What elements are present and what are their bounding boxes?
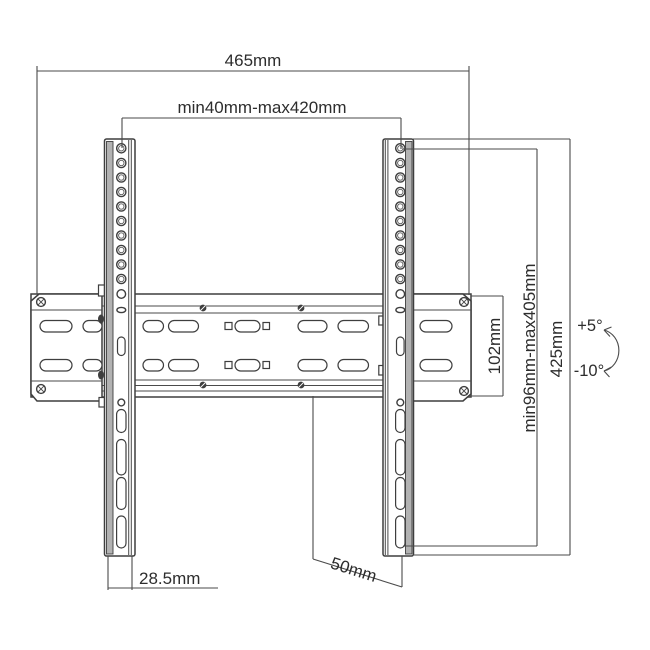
dimension-bracket-width: 28.5mm: [107, 556, 218, 590]
bracket-side-rail: [106, 141, 114, 555]
cap-screw-icon: [35, 296, 47, 308]
lock-slot: [395, 336, 405, 357]
plate-left-end-cap: [30, 293, 104, 402]
spring-clip: [98, 370, 104, 380]
dim-label-depth: 50mm: [328, 554, 379, 586]
cap-screw-icon: [458, 296, 470, 308]
lower-slot-column: [115, 398, 127, 549]
tilt-down-label: -10°: [574, 362, 604, 380]
side-screw: [116, 306, 127, 314]
dim-label-mount-width-range: min40mm-max420mm: [177, 98, 346, 117]
plate-screws: [199, 304, 305, 389]
lock-slot: [116, 336, 126, 357]
spring-clip: [98, 314, 104, 324]
side-screw: [395, 306, 406, 314]
dimension-plate-height: 102mm: [471, 295, 504, 397]
vesa-hole-column: [394, 142, 406, 300]
dimension-mount-height-range: min96mm-max405mm: [403, 148, 539, 547]
bracket-side-rail: [405, 141, 413, 555]
dim-label-mount-height-range: min96mm-max405mm: [520, 263, 539, 432]
tilt-up-label: +5°: [577, 317, 602, 335]
plate-slots-row-bottom: [142, 358, 370, 372]
tilt-range-indicator: +5° -10°: [574, 317, 620, 380]
left-bracket-arm: [97, 138, 136, 557]
tilt-arrow-icon: [603, 326, 620, 378]
vesa-hole-column: [116, 142, 127, 300]
plate-slots-row-top: [142, 319, 370, 333]
right-bracket-arm: [378, 138, 415, 557]
dimension-mount-width-range: min40mm-max420mm: [121, 98, 402, 149]
cap-screw-icon: [35, 383, 47, 395]
dimension-bracket-height: 425mm: [413, 138, 571, 556]
lower-slot-column: [395, 398, 406, 549]
dim-label-overall-width: 465mm: [225, 51, 282, 70]
plate-right-end-cap: [412, 293, 472, 402]
dim-label-bracket-height: 425mm: [547, 321, 566, 378]
dimension-overall-width: 465mm: [36, 51, 470, 295]
dim-label-plate-height: 102mm: [485, 318, 504, 375]
dim-label-bracket-width: 28.5mm: [139, 569, 200, 588]
cap-screw-icon: [458, 385, 470, 397]
